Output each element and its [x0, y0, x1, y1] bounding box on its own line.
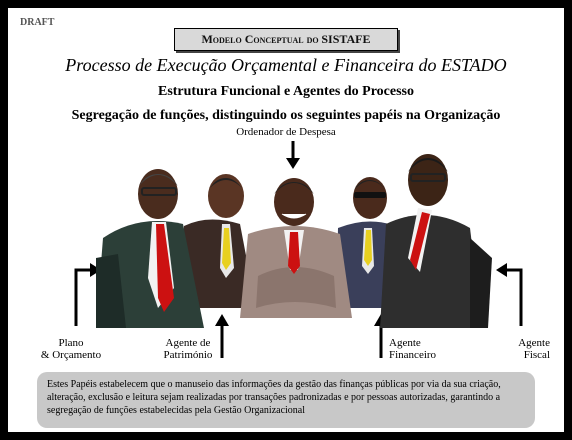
financeiro-line-2: Financeiro [389, 349, 437, 361]
draft-label: DRAFT [20, 17, 55, 28]
plano-line-1: Plano [58, 337, 84, 349]
person-1 [96, 169, 204, 328]
person-5 [380, 154, 492, 328]
patrimonio-line-2: Património [163, 349, 213, 361]
financeiro-line-1: Agente [389, 337, 421, 349]
model-title-prefix: Modelo Conceptual do [201, 32, 319, 46]
agents-illustration [74, 141, 523, 358]
slide: DRAFT Modelo Conceptual do SISTAFE Proce… [8, 8, 564, 432]
label-agente-financeiro: Agente Financeiro [389, 337, 449, 361]
fiscal-line-1: Agente [518, 337, 550, 349]
arrows [74, 141, 523, 358]
subtitle-segregation: Segregação de funções, distinguindo os s… [71, 108, 501, 123]
label-plano-orcamento: Plano & Orçamento [26, 337, 116, 361]
model-title-name: SISTAFE [321, 32, 371, 46]
main-title: Processo de Execução Orçamental e Financ… [65, 55, 507, 75]
plano-line-2: & Orçamento [40, 349, 102, 361]
model-title-box: Modelo Conceptual do SISTAFE [174, 28, 398, 51]
patrimonio-line-1: Agente de [165, 337, 211, 349]
label-agente-fiscal: Agente Fiscal [490, 337, 550, 361]
fiscal-line-2: Fiscal [523, 349, 550, 361]
label-agente-patrimonio: Agente de Património [158, 337, 218, 361]
label-ordenador-despesa: Ordenador de Despesa [236, 126, 336, 138]
person-2 [180, 174, 256, 308]
person-3 [240, 178, 352, 318]
subtitle-structure: Estrutura Funcional e Agentes do Process… [157, 84, 414, 99]
roles-note-box: Estes Papéis estabelecem que o manuseio … [37, 372, 535, 428]
